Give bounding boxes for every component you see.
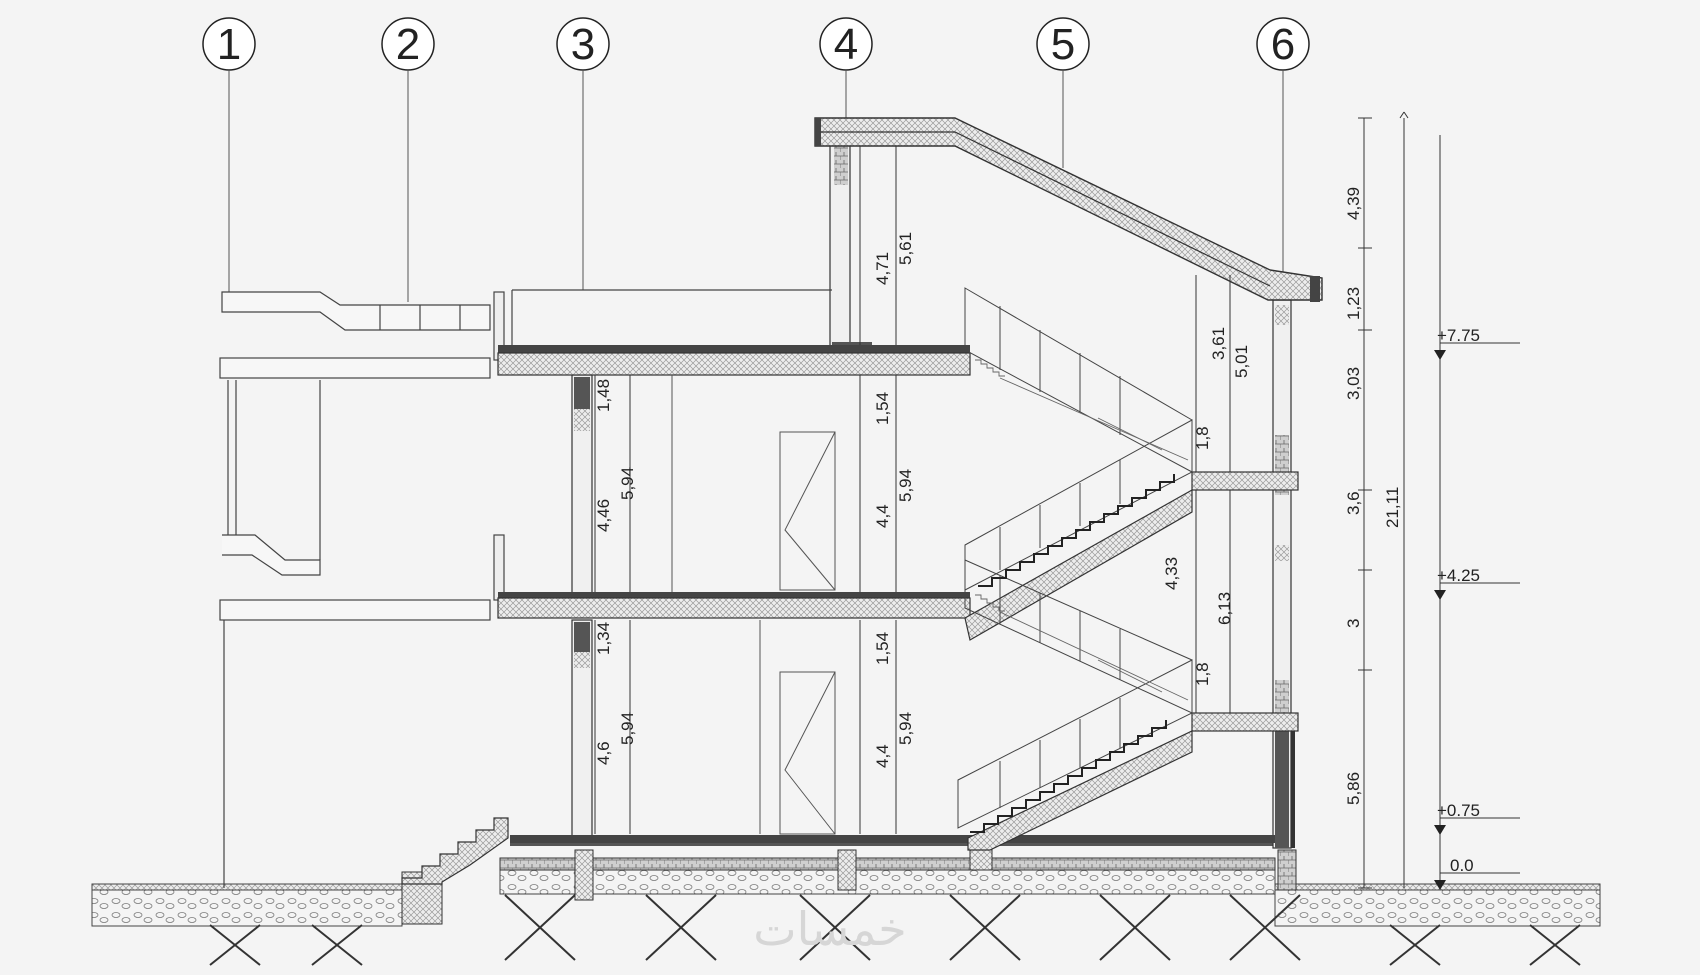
dim-right-2: 1,23	[1344, 287, 1363, 320]
doors	[671, 375, 836, 835]
dim-total-height: 21,11	[1383, 487, 1402, 528]
dim-stair-upper-2: 5,01	[1232, 345, 1251, 378]
dimension-texts: 1,48 4,46 5,94 1,34 4,6 5,94 4,71 5,61 1…	[594, 187, 1402, 805]
watermark-text: خمسات	[753, 902, 906, 956]
stairs	[957, 287, 1193, 851]
dim-left-lower-3: 5,94	[618, 712, 637, 745]
dim-stair-upper-3: 1,8	[1193, 426, 1212, 450]
marker-6: 6	[1256, 17, 1310, 274]
dim-stair-lower-3: 1,8	[1193, 662, 1212, 686]
left-facade	[219, 291, 505, 888]
dim-left-upper-1: 1,48	[594, 379, 613, 412]
entrance-steps	[401, 817, 509, 885]
roof	[511, 117, 1323, 345]
dim-mid-upper-1: 1,54	[873, 392, 892, 425]
walls	[571, 129, 1295, 849]
floor-slabs	[497, 345, 1299, 843]
level-7-75: +7.75	[1437, 326, 1480, 345]
marker-2-label: 2	[396, 20, 420, 69]
marker-6-label: 6	[1271, 20, 1295, 69]
dim-mid-lower-1: 1,54	[873, 632, 892, 665]
marker-1: 1	[202, 17, 256, 292]
dim-left-lower-2: 4,6	[594, 741, 613, 765]
marker-2: 2	[381, 17, 435, 302]
level-4-25: +4.25	[1437, 566, 1480, 585]
dim-left-upper-3: 5,94	[618, 467, 637, 500]
level-markers: +7.75 +4.25 +0.75 0.0	[1434, 326, 1520, 890]
dim-mid-lower-2: 4,4	[873, 744, 892, 768]
marker-4: 4	[819, 17, 873, 124]
dim-right-3: 3,03	[1344, 367, 1363, 400]
level-0-0: 0.0	[1450, 856, 1474, 875]
marker-5-label: 5	[1051, 20, 1075, 69]
dim-mid-lower-3: 5,94	[896, 712, 915, 745]
marker-4-label: 4	[834, 20, 858, 69]
level-0-75: +0.75	[1437, 801, 1480, 820]
dim-right-5: 3	[1344, 619, 1363, 628]
marker-5: 5	[1036, 17, 1090, 168]
dim-stair-upper-1: 3,61	[1209, 327, 1228, 360]
dim-mid-top-1: 4,71	[873, 252, 892, 285]
dim-left-upper-2: 4,46	[594, 499, 613, 532]
dim-mid-top-2: 5,61	[896, 232, 915, 265]
marker-3: 3	[556, 17, 610, 290]
dimension-lines	[594, 111, 1441, 889]
dim-left-lower-1: 1,34	[594, 622, 613, 655]
dim-right-4: 3,6	[1344, 491, 1363, 515]
dim-mid-upper-2: 4,4	[873, 504, 892, 528]
marker-1-label: 1	[217, 20, 241, 69]
marker-3-label: 3	[571, 20, 595, 69]
dim-mid-upper-3: 5,94	[896, 469, 915, 502]
dim-right-6: 5,86	[1344, 772, 1363, 805]
dim-right-1: 4,39	[1344, 187, 1363, 220]
ground	[91, 838, 1601, 966]
dim-stair-lower-1: 4,33	[1162, 557, 1181, 590]
dim-stair-lower-2: 6,13	[1215, 592, 1234, 625]
